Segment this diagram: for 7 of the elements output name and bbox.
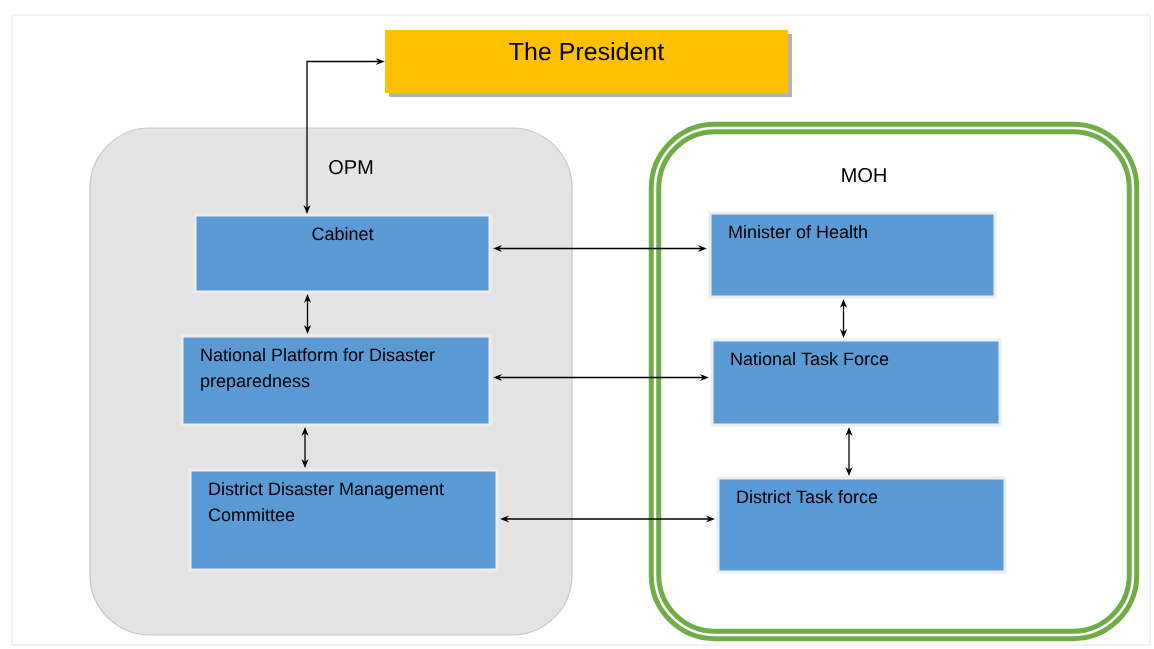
process-box: District Task force bbox=[716, 476, 1007, 574]
top-box: The President bbox=[385, 30, 792, 97]
process-box: District Disaster Management Committee bbox=[188, 468, 499, 572]
process-box: National Task Force bbox=[710, 338, 1002, 427]
process-box: Minister of Health bbox=[708, 211, 997, 299]
process-box: Cabinet bbox=[193, 213, 492, 294]
process-box: National Platform for Disaster preparedness bbox=[180, 334, 492, 427]
